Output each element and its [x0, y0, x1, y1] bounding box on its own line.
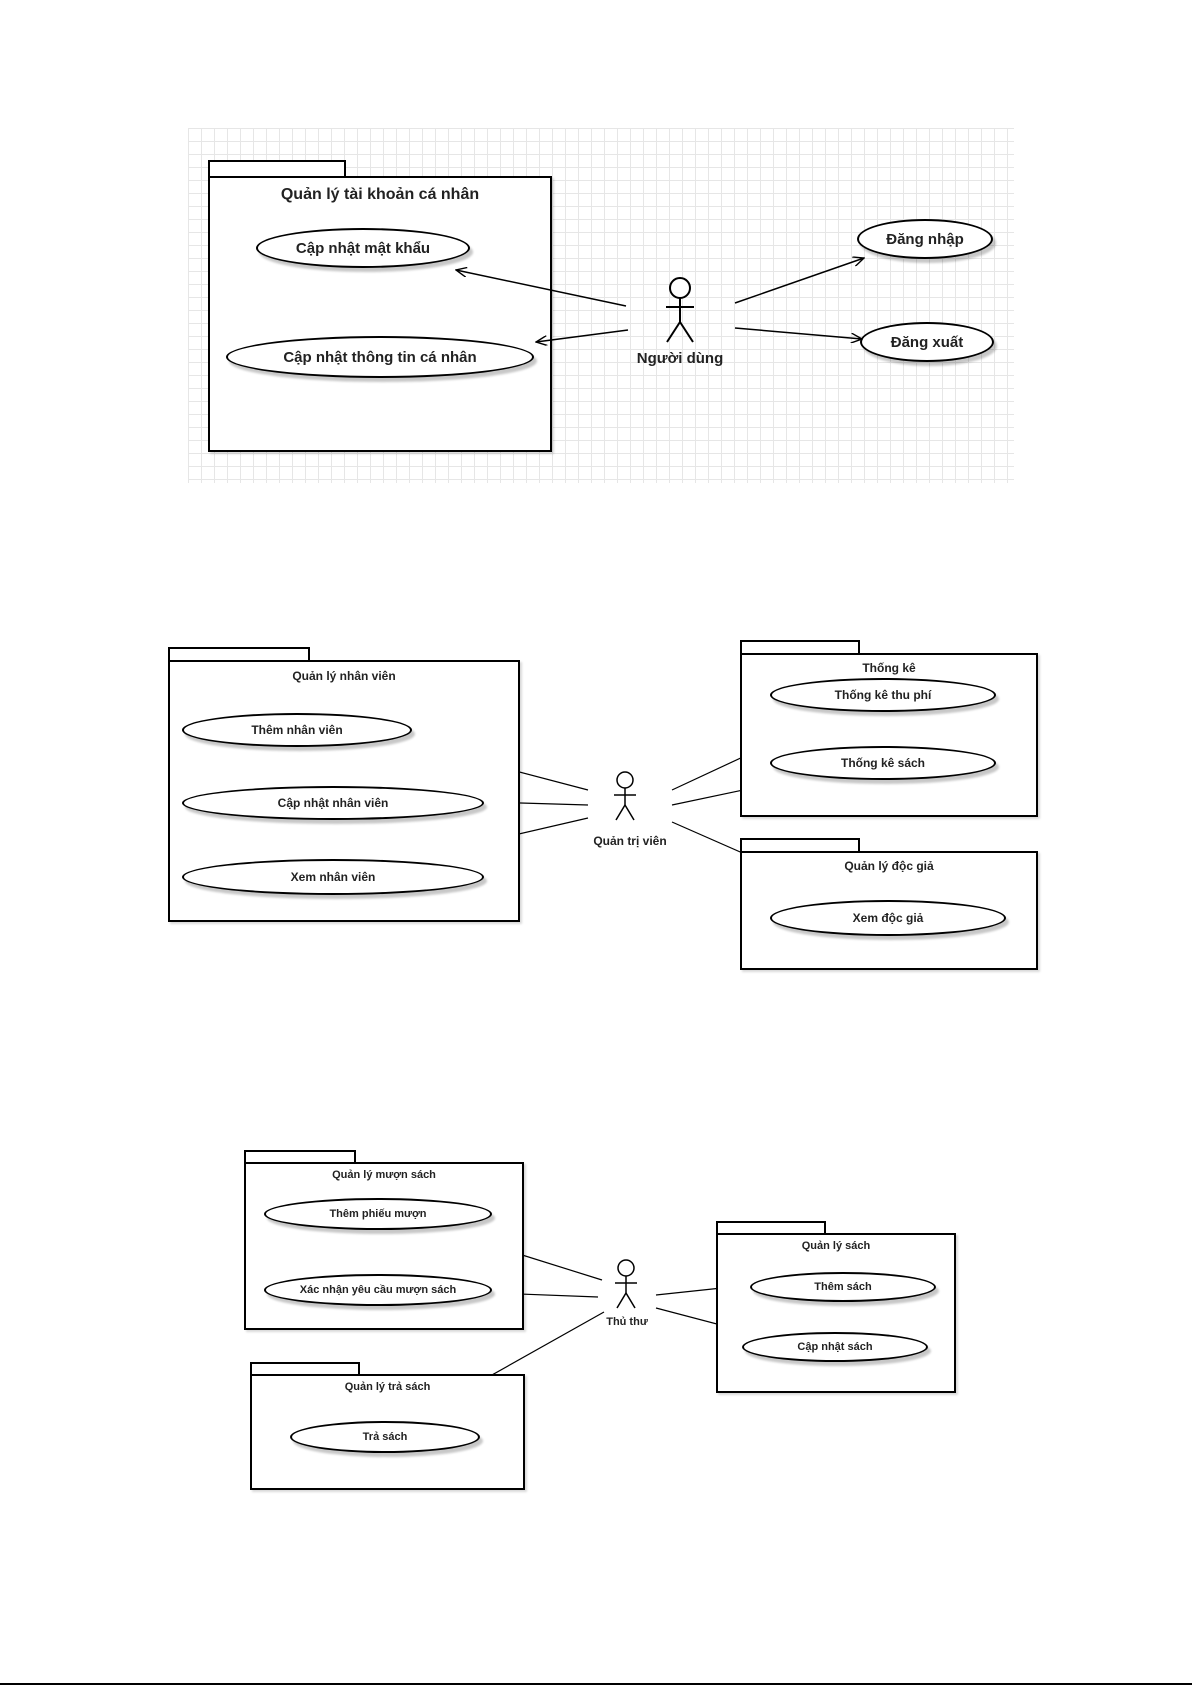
package-tab: [250, 1362, 360, 1376]
use-case-return-book[interactable]: Trả sách: [290, 1421, 480, 1453]
package-tab: [740, 640, 860, 655]
use-case-add-staff[interactable]: Thêm nhân viên: [182, 713, 412, 747]
package-book-management[interactable]: Quản lý sách: [716, 1233, 956, 1393]
package-tab: [716, 1221, 826, 1235]
actor-label: Người dùng: [636, 350, 724, 367]
use-case-update-password[interactable]: Cập nhật mật khẩu: [256, 228, 470, 268]
package-tab: [208, 160, 346, 178]
package-tab: [168, 647, 310, 662]
use-case-update-book[interactable]: Cập nhật sách: [742, 1332, 928, 1362]
use-case-confirm-borrow-request[interactable]: Xác nhận yêu cầu mượn sách: [264, 1274, 492, 1306]
use-case-login[interactable]: Đăng nhập: [857, 219, 993, 259]
package-title: Quản lý nhân viên: [292, 669, 396, 683]
use-case-view-readers[interactable]: Xem độc giả: [770, 900, 1006, 936]
actor-icon: [614, 771, 636, 821]
association-line: [734, 327, 862, 339]
use-case-update-info[interactable]: Cập nhật thông tin cá nhân: [226, 336, 534, 378]
use-case-fee-statistics[interactable]: Thống kê thu phí: [770, 678, 996, 712]
use-case-add-book[interactable]: Thêm sách: [750, 1272, 936, 1302]
package-personal-account[interactable]: Quản lý tài khoản cá nhân: [208, 176, 552, 452]
package-title: Quản lý mượn sách: [332, 1169, 436, 1181]
actor-icon: [666, 277, 694, 343]
association-line: [536, 329, 629, 342]
use-case-update-staff[interactable]: Cập nhật nhân viên: [182, 786, 484, 820]
use-case-add-borrow-slip[interactable]: Thêm phiếu mượn: [264, 1198, 492, 1230]
page-bottom-rule: [0, 1683, 1192, 1685]
actor-icon: [615, 1259, 637, 1309]
package-title: Thống kê: [862, 661, 916, 675]
package-title: Quản lý sách: [801, 1240, 871, 1252]
package-tab: [244, 1150, 356, 1164]
actor-label: Thủ thư: [606, 1316, 648, 1328]
use-case-logout[interactable]: Đăng xuất: [860, 322, 994, 362]
use-case-book-statistics[interactable]: Thống kê sách: [770, 746, 996, 780]
package-title: Quản lý độc giả: [844, 859, 934, 873]
package-tab: [740, 838, 860, 853]
actor-label: Quản trị viên: [593, 834, 667, 848]
use-case-view-staff[interactable]: Xem nhân viên: [182, 859, 484, 895]
package-title: Quản lý tài khoản cá nhân: [280, 186, 480, 203]
package-title: Quản lý trả sách: [344, 1381, 431, 1393]
association-line: [734, 258, 864, 304]
association-line: [456, 270, 627, 307]
